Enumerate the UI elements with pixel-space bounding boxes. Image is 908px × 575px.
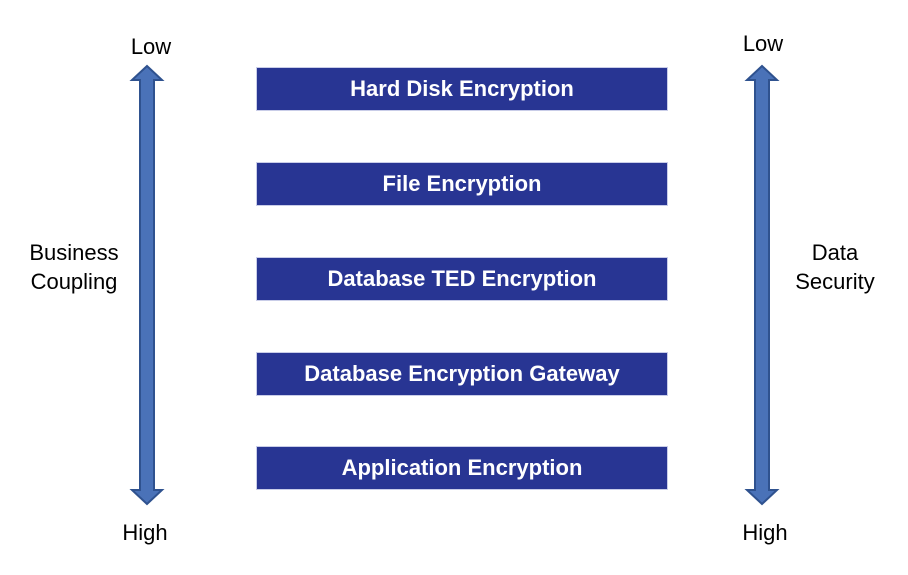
layer-hard-disk-encryption: Hard Disk Encryption: [256, 67, 668, 111]
right-axis-bottom-label: High: [742, 520, 788, 545]
right-double-arrow-icon: [744, 64, 780, 506]
layer-database-ted-encryption: Database TED Encryption: [256, 257, 668, 301]
right-axis-title-line1: Data: [811, 240, 859, 265]
left-axis-title-line2: Coupling: [30, 269, 118, 294]
right-axis-title: Data Security: [775, 238, 895, 296]
left-double-arrow-icon: [129, 64, 165, 506]
right-axis-title-line2: Security: [795, 269, 875, 294]
left-axis-top-label: Low: [130, 34, 172, 59]
left-axis-title: Business Coupling: [14, 238, 134, 296]
right-arrow-shape: [744, 64, 780, 506]
left-axis-title-line1: Business: [29, 240, 119, 265]
layer-application-encryption: Application Encryption: [256, 446, 668, 490]
right-axis-top-label: Low: [742, 31, 784, 56]
left-axis-bottom-label: High: [122, 520, 168, 545]
left-arrow-shape: [129, 64, 165, 506]
layer-file-encryption: File Encryption: [256, 162, 668, 206]
layer-database-encryption-gateway: Database Encryption Gateway: [256, 352, 668, 396]
